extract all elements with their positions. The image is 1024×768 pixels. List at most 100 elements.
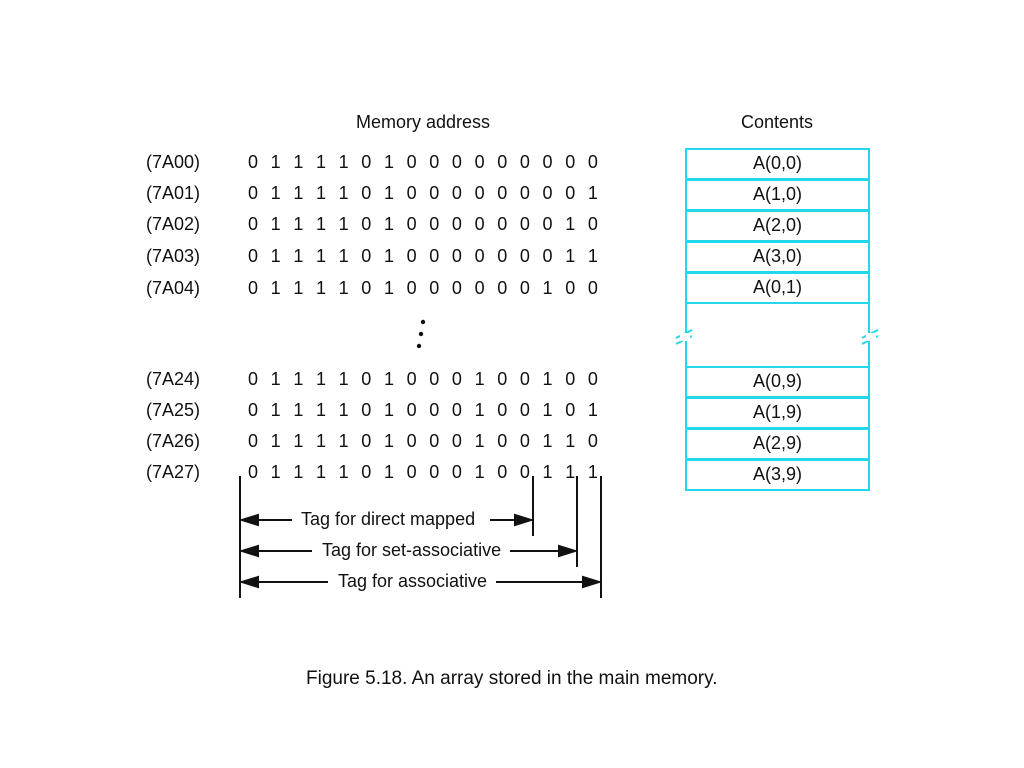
address-bit: 0 [406,431,417,451]
address-bit: 1 [293,246,304,266]
address-bit: 0 [587,214,598,234]
address-bit: 0 [429,152,440,172]
address-bit: 1 [587,462,598,482]
address-bit: 0 [587,152,598,172]
address-bit: 0 [519,400,530,420]
memory-address-label: (7A27) [146,462,201,482]
address-bit: 1 [383,246,394,266]
address-bit: 0 [565,278,576,298]
memory-content-cell: A(3,9) [685,459,870,491]
address-bit: 1 [565,214,576,234]
address-bit: 1 [315,246,326,266]
memory-address-label: (7A26) [146,431,201,451]
address-bit: 1 [270,152,281,172]
address-bit: 1 [383,278,394,298]
contents-header: Contents [741,112,814,132]
address-bit: 0 [519,462,530,482]
address-bit: 1 [383,400,394,420]
address-bit: 0 [248,400,259,420]
address-bit: 0 [429,183,440,203]
address-bit: 0 [474,183,485,203]
address-bit: 1 [293,400,304,420]
address-bit: 0 [406,462,417,482]
address-bit: 0 [429,462,440,482]
address-bit: 1 [338,278,349,298]
address-bit: 1 [315,400,326,420]
address-bit: 0 [587,431,598,451]
address-bit: 0 [519,214,530,234]
address-bit: 1 [565,246,576,266]
address-bit: 1 [383,369,394,389]
address-bit: 0 [248,183,259,203]
address-bit: 1 [474,369,485,389]
address-bit: 0 [248,152,259,172]
address-bit: 0 [519,152,530,172]
address-bit: 1 [270,462,281,482]
address-bit: 0 [497,278,508,298]
memory-address-label: (7A04) [146,278,201,298]
set-assoc-tag-arrow [238,544,579,558]
address-bit: 1 [338,462,349,482]
address-bit: 0 [429,246,440,266]
address-bit: 1 [315,152,326,172]
address-bit: 0 [248,214,259,234]
direct-tag-arrow [238,513,535,527]
address-bit: 0 [542,214,553,234]
address-bit: 0 [497,431,508,451]
address-bit: 0 [497,400,508,420]
memory-address-label: (7A00) [146,152,201,172]
address-bit: 0 [497,214,508,234]
address-bit: 1 [587,183,598,203]
address-bit: 1 [338,214,349,234]
address-bit: 0 [406,246,417,266]
address-bit: 1 [338,152,349,172]
address-bit: 0 [451,462,462,482]
address-bit: 1 [338,369,349,389]
address-bit: 1 [542,278,553,298]
address-bit: 0 [519,246,530,266]
address-bit: 0 [565,400,576,420]
address-bit: 0 [361,369,372,389]
address-bit: 1 [587,246,598,266]
address-bit: 0 [451,246,462,266]
memory-address-label: (7A03) [146,246,201,266]
address-bit: 0 [474,246,485,266]
address-bit: 1 [270,183,281,203]
address-bit: 1 [338,183,349,203]
memory-address-label: (7A01) [146,183,201,203]
address-bit: 1 [270,246,281,266]
address-bit: 1 [565,462,576,482]
address-bit: 0 [406,369,417,389]
address-bit: 0 [542,183,553,203]
address-bit: 1 [293,214,304,234]
address-bit: 1 [542,400,553,420]
address-bit: 0 [406,183,417,203]
address-bit: 0 [497,183,508,203]
address-bit: 1 [293,431,304,451]
address-bit: 1 [383,462,394,482]
address-bit: 1 [565,431,576,451]
address-bit: 0 [248,431,259,451]
address-bit: 0 [248,369,259,389]
address-bit: 1 [383,183,394,203]
address-bit: 1 [270,400,281,420]
address-bit: 0 [451,214,462,234]
address-bit: 1 [270,278,281,298]
address-bit: 1 [383,152,394,172]
address-bit: 0 [497,462,508,482]
memory-address-label: (7A25) [146,400,201,420]
address-bit: 1 [293,369,304,389]
address-bit: 0 [361,431,372,451]
address-bit: 0 [361,246,372,266]
address-bit: 0 [429,400,440,420]
address-bit: 1 [270,431,281,451]
address-bit: 0 [587,369,598,389]
